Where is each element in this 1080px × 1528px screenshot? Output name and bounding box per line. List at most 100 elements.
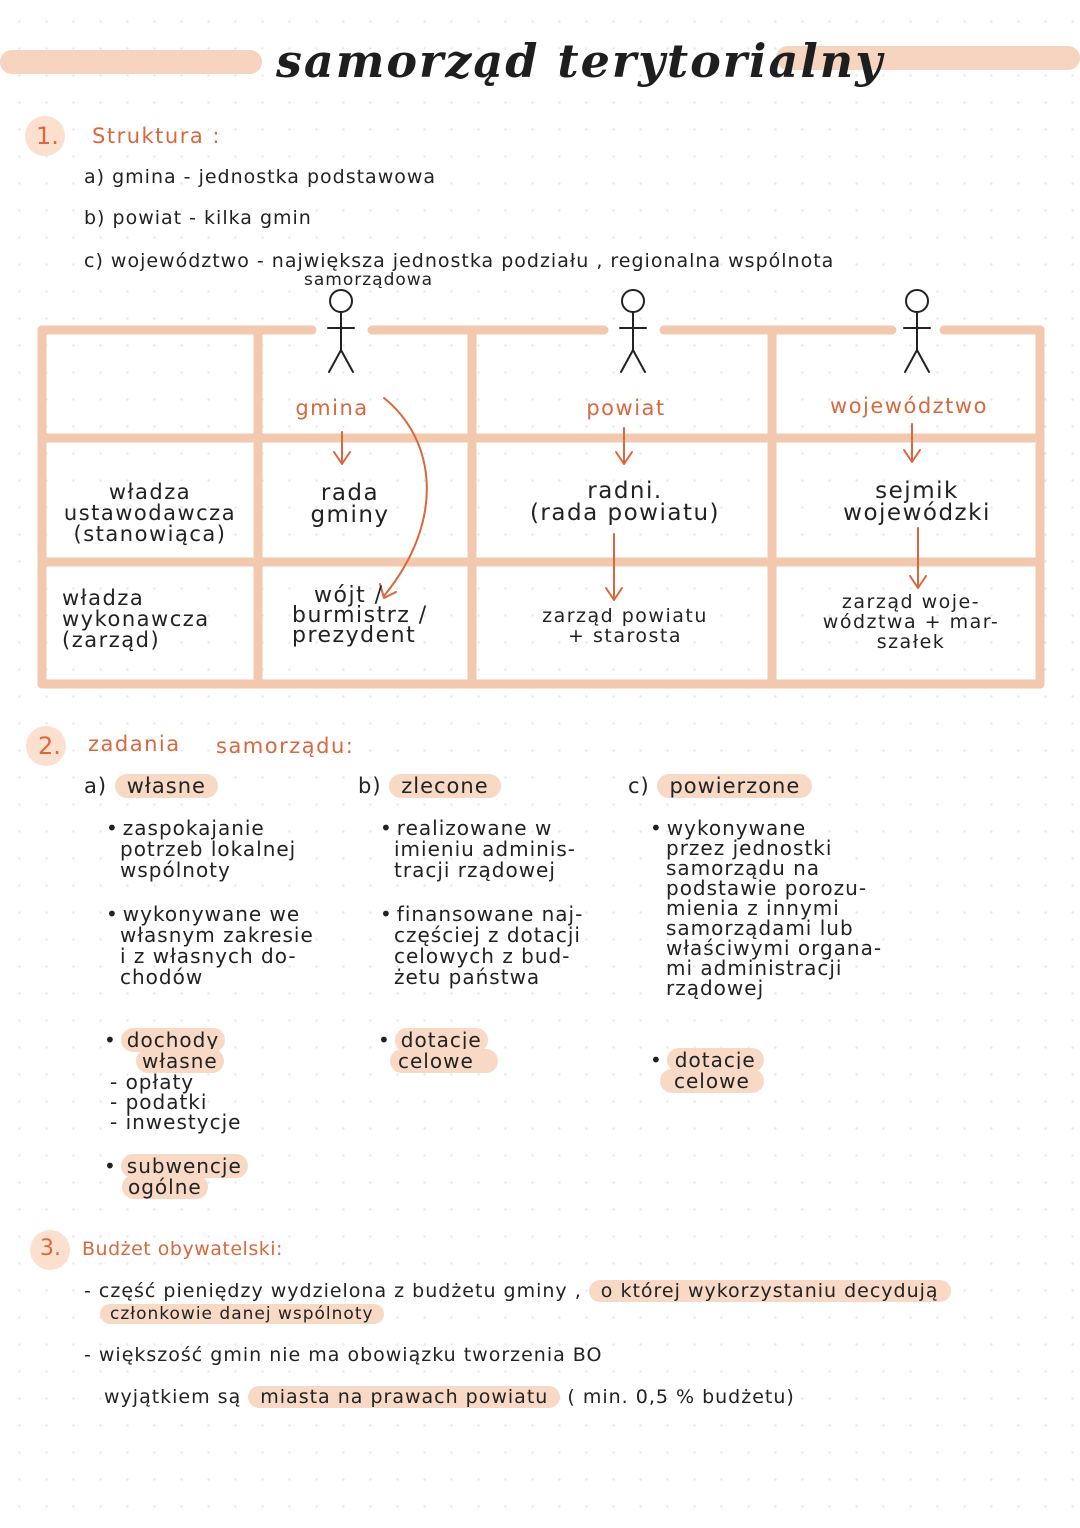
section-3-heading: Budżet obywatelski: bbox=[82, 1238, 283, 1260]
cell-wojewodztwo-legislative-line1: sejmik bbox=[875, 478, 959, 504]
col-a-bullet-4-line1: subwencje bbox=[120, 1154, 248, 1178]
col-b-bullet-2-line2: częściej z dotacji bbox=[394, 923, 581, 947]
col-c-bullet-1-line6: samorządami lub bbox=[666, 916, 854, 940]
cell-wojewodztwo-executive-line3: szałek bbox=[876, 631, 946, 653]
section-3-number-circle bbox=[30, 1230, 70, 1270]
person-icon-wojewodztwo bbox=[903, 289, 931, 373]
col-b-bullet-3: •dotacje celowe bbox=[378, 1028, 498, 1073]
row-label-legislative-line2: ustawodawcza bbox=[63, 501, 237, 525]
col-c-bullet-1-line4: podstawie porozu- bbox=[666, 876, 868, 900]
budget-line-1-part-c: członkowie danej wspólnoty bbox=[100, 1304, 384, 1324]
budget-line-3-part-a: wyjątkiem są bbox=[104, 1386, 242, 1408]
col-a-bullet-3-line1: dochody bbox=[120, 1028, 226, 1052]
cell-powiat-legislative-line1: radni. bbox=[587, 478, 663, 504]
col-b-bullet-1-line1: realizowane w bbox=[396, 816, 553, 840]
col-a-bullet-4: •subwencje ogólne bbox=[104, 1154, 248, 1199]
cell-wojewodztwo-legislative-line2: wojewódzki bbox=[843, 500, 991, 526]
section-2-number: 2. bbox=[38, 732, 61, 760]
budget-line-1-cont: członkowie danej wspólnoty bbox=[100, 1302, 384, 1324]
task-col-c-label: powierzone bbox=[657, 774, 813, 798]
cell-gmina-legislative-line2: gminy bbox=[310, 502, 390, 528]
budget-line-1: - część pieniędzy wydzielona z budżetu g… bbox=[84, 1280, 951, 1302]
cell-powiat-legislative: radni. (rada powiatu) bbox=[510, 478, 740, 525]
col-c-bullet-1: •wykonywane przez jednostki samorządu na… bbox=[650, 816, 883, 1000]
structure-item-c-subline: samorządowa bbox=[304, 270, 434, 290]
person-icon-powiat bbox=[619, 289, 647, 373]
col-b-bullet-2-line4: żetu państwa bbox=[394, 965, 541, 989]
cell-wojewodztwo-executive-line2: wództwa + mar- bbox=[822, 611, 1000, 633]
budget-line-3-part-b: miasta na prawach powiatu bbox=[248, 1386, 561, 1408]
cell-gmina-executive-line1: wójt / bbox=[314, 583, 384, 608]
col-c-bullet-1-line9: rządowej bbox=[666, 976, 765, 1000]
column-header-gmina: gmina bbox=[295, 396, 369, 420]
row-label-executive-line1: władza bbox=[62, 586, 145, 610]
col-c-bullet-1-line2: przez jednostki bbox=[666, 836, 833, 860]
structure-item-b: b) powiat - kilka gmin bbox=[84, 207, 312, 229]
budget-line-3: wyjątkiem są miasta na prawach powiatu (… bbox=[104, 1386, 795, 1408]
budget-line-3-part-c: ( min. 0,5 % budżetu) bbox=[567, 1386, 795, 1408]
cell-gmina-executive-line2: burmistrz / bbox=[292, 603, 428, 628]
col-a-bullet-1-line1: zaspokajanie bbox=[122, 816, 265, 840]
col-a-bullet-1: •zaspokajanie potrzeb lokalnej wspólnoty bbox=[106, 816, 297, 882]
col-c-bullet-1-line8: mi administracji bbox=[666, 956, 843, 980]
structure-item-a: a) gmina - jednostka podstawowa bbox=[84, 166, 437, 188]
section-2-number-circle bbox=[26, 726, 66, 766]
cell-powiat-executive-line1: zarząd powiatu bbox=[542, 605, 708, 627]
cell-gmina-executive-line3: prezydent bbox=[292, 623, 417, 648]
col-a-sublist-item-3: - inwestycje bbox=[110, 1110, 242, 1134]
col-b-bullet-1-line2: imieniu adminis- bbox=[394, 837, 577, 861]
budget-line-1-part-b: o której wykorzystaniu decydują bbox=[588, 1280, 951, 1302]
col-b-bullet-3-line2: celowe bbox=[390, 1049, 498, 1073]
section-3-number: 3. bbox=[40, 1236, 61, 1261]
col-a-bullet-3: •dochody własne bbox=[104, 1028, 226, 1073]
task-col-b-header: b) zlecone bbox=[358, 774, 501, 798]
cell-gmina-legislative: rada gminy bbox=[280, 480, 420, 528]
title-bar-left bbox=[0, 50, 262, 74]
col-a-sublist: - opłaty - podatki - inwestycje bbox=[110, 1072, 241, 1132]
table-arrows bbox=[333, 397, 927, 601]
section-2-heading-b: samorządu: bbox=[216, 734, 355, 758]
cell-wojewodztwo-executive-line1: zarząd woje- bbox=[841, 591, 981, 613]
row-label-executive-line3: (zarząd) bbox=[62, 628, 161, 652]
cell-powiat-executive: zarząd powiatu + starosta bbox=[510, 606, 740, 646]
person-icon-gmina bbox=[327, 289, 355, 373]
col-c-bullet-1-line7: właściwymi organa- bbox=[666, 936, 883, 960]
col-a-sublist-item-1: - opłaty bbox=[110, 1070, 195, 1094]
structure-item-c: c) województwo - największa jednostka po… bbox=[84, 250, 835, 272]
col-a-bullet-2-line4: chodów bbox=[120, 965, 204, 989]
col-a-bullet-4-line2: ogólne bbox=[122, 1175, 208, 1199]
col-c-bullet-2: •dotacje celowe bbox=[650, 1048, 764, 1093]
cell-gmina-legislative-line1: rada bbox=[320, 480, 380, 506]
section-1-number-circle bbox=[25, 116, 65, 156]
col-a-bullet-2: •wykonywane we własnym zakresie i z włas… bbox=[106, 902, 314, 989]
row-label-legislative-line3: (stanowiąca) bbox=[73, 522, 227, 546]
col-c-bullet-1-line5: mienia z innymi bbox=[666, 896, 840, 920]
row-label-executive-line2: wykonawcza bbox=[62, 607, 210, 631]
task-col-b-label: zlecone bbox=[389, 774, 501, 798]
col-a-bullet-3-line2: własne bbox=[136, 1049, 224, 1073]
title-bar-right bbox=[776, 46, 1080, 70]
col-b-bullet-1: •realizowane w imieniu adminis- tracji r… bbox=[380, 816, 577, 882]
structure-table bbox=[37, 325, 1045, 689]
row-label-executive: władza wykonawcza (zarząd) bbox=[62, 588, 252, 651]
page-title: samorząd terytorialny bbox=[276, 34, 884, 88]
section-1-heading: Struktura : bbox=[92, 124, 221, 148]
col-c-bullet-2-line2: celowe bbox=[660, 1069, 764, 1093]
col-c-bullet-2-line1: dotacje bbox=[666, 1048, 764, 1072]
col-a-bullet-2-line2: własnym zakresie bbox=[120, 923, 314, 947]
column-header-powiat: powiat bbox=[586, 396, 666, 420]
task-col-c-prefix: c) bbox=[628, 774, 650, 798]
col-a-sublist-item-2: - podatki bbox=[110, 1090, 208, 1114]
cell-wojewodztwo-legislative: sejmik wojewódzki bbox=[822, 478, 1012, 526]
task-col-a-label: własne bbox=[114, 774, 218, 798]
col-b-bullet-1-line3: tracji rządowej bbox=[394, 858, 556, 882]
col-b-bullet-2-line3: celowych z bud- bbox=[394, 944, 571, 968]
col-c-bullet-1-line1: wykonywane bbox=[666, 816, 807, 840]
row-label-legislative: władza ustawodawcza (stanowiąca) bbox=[50, 482, 250, 545]
budget-line-1-part-a: - część pieniędzy wydzielona z budżetu g… bbox=[84, 1280, 582, 1302]
task-col-b-prefix: b) bbox=[358, 774, 382, 798]
col-a-bullet-2-line1: wykonywane we bbox=[122, 902, 301, 926]
col-a-bullet-1-line3: wspólnoty bbox=[120, 858, 231, 882]
col-b-bullet-3-line1: dotacje bbox=[394, 1028, 488, 1052]
cell-wojewodztwo-executive: zarząd woje- wództwa + mar- szałek bbox=[800, 592, 1022, 652]
